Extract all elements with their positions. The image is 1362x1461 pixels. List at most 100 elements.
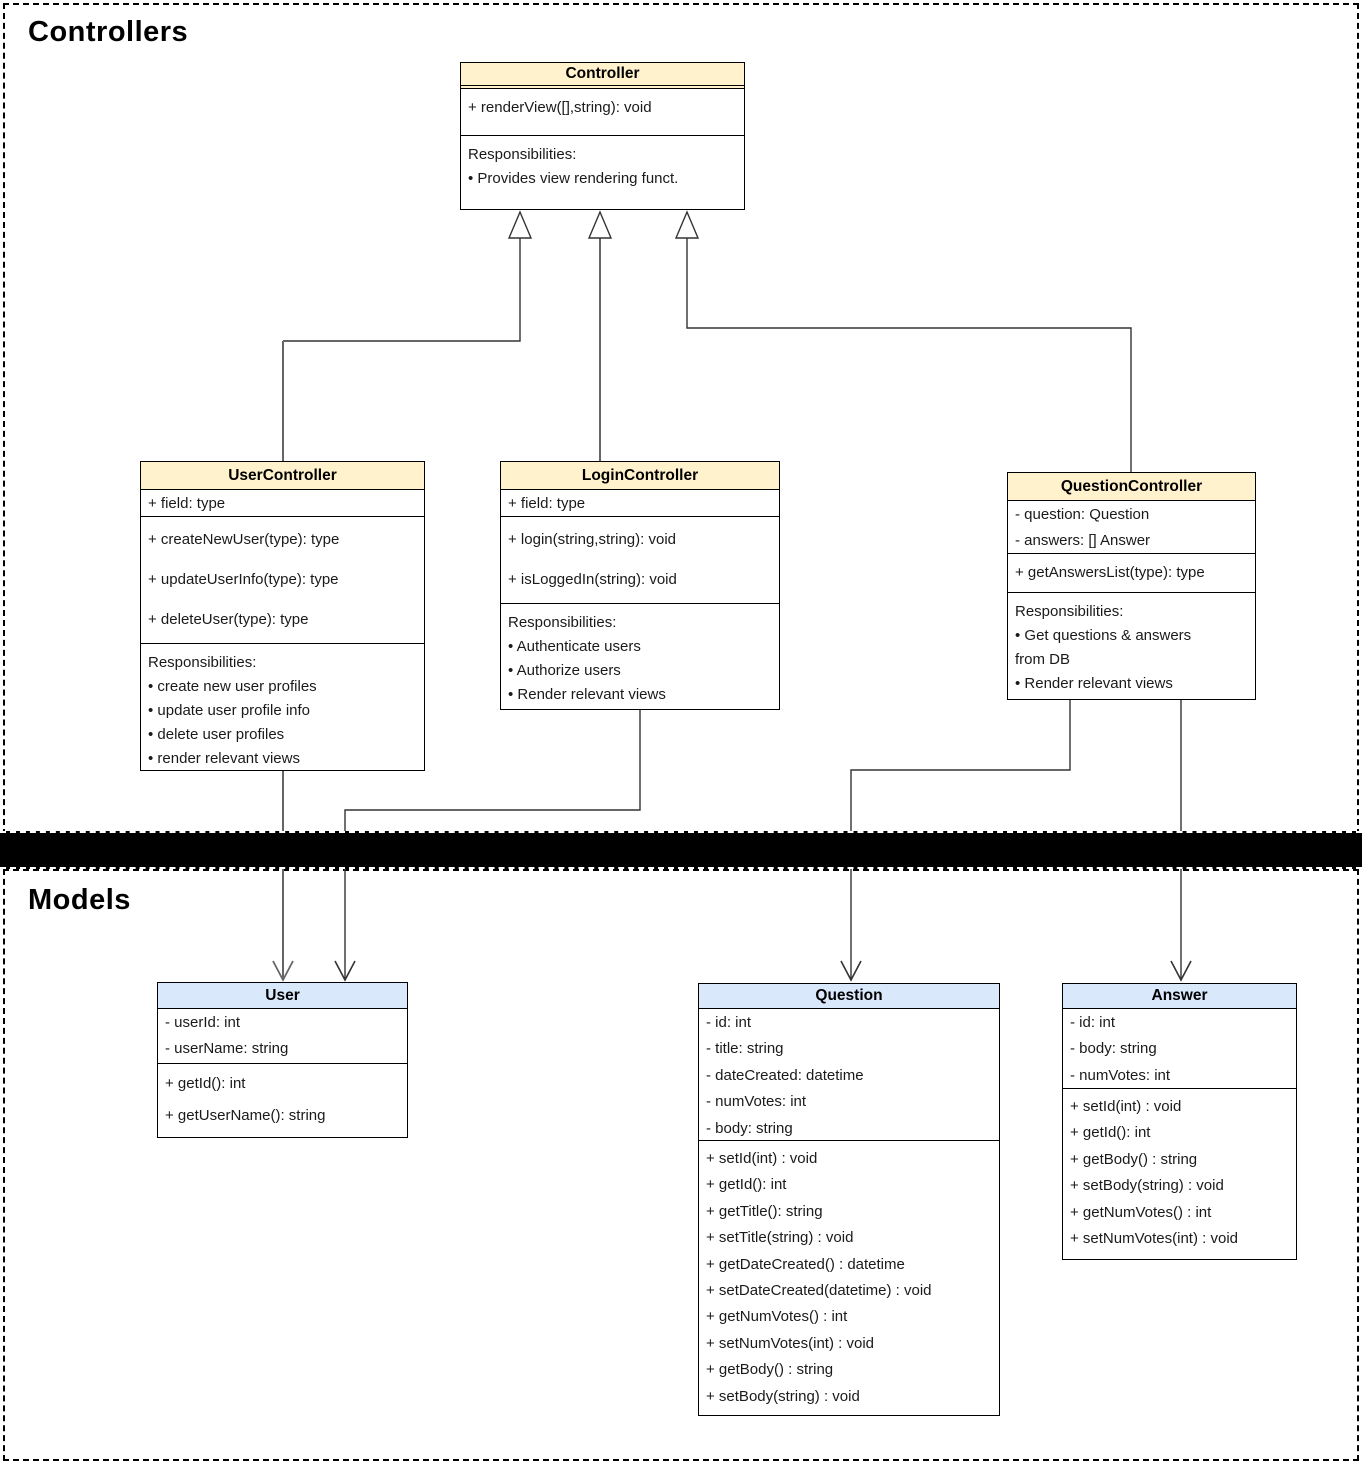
class-row: + getId(): int <box>706 1176 787 1194</box>
class-row: Responsibilities: <box>1015 603 1124 620</box>
class-logincontroller-responsibilities: Responsibilities: • Authenticate users • A… <box>501 604 779 709</box>
class-questioncontroller-title: QuestionController <box>1008 473 1255 501</box>
inheritance-line-questioncontroller-controller <box>686 238 1132 472</box>
class-logincontroller-attributes: + field: type <box>501 490 779 517</box>
inheritance-line-usercontroller-controller <box>283 238 521 342</box>
class-row: • Render relevant views <box>508 686 666 703</box>
class-usercontroller-attributes: + field: type <box>141 490 424 517</box>
class-usercontroller-methods: + createNewUser(type): type + updateUserI… <box>141 517 424 644</box>
class-row: + setId(int) : void <box>1070 1098 1182 1115</box>
dependency-line-questioncontroller-question <box>850 700 1071 979</box>
class-row: from DB <box>1015 651 1071 668</box>
dependency-arrowhead-usercontroller-user <box>272 960 294 982</box>
class-usercontroller-responsibilities: Responsibilities: • create new user profi… <box>141 644 424 770</box>
class-row: • Authenticate users <box>508 638 641 655</box>
class-question: Question - id: int - title: string - dateC… <box>698 983 1000 1416</box>
class-logincontroller-methods: + login(string,string): void + isLoggedIn… <box>501 517 779 604</box>
class-row: - id: int <box>706 1014 752 1031</box>
class-row: + setDateCreated(datetime) : void <box>706 1282 932 1300</box>
class-row: - id: int <box>1070 1014 1116 1031</box>
class-user-methods: + getId(): int + getUserName(): string <box>158 1064 407 1136</box>
class-row: • Render relevant views <box>1015 675 1173 692</box>
class-logincontroller-title: LoginController <box>501 462 779 490</box>
class-row: + setBody(string) : void <box>706 1387 860 1405</box>
class-row: + renderView([],string): void <box>468 99 652 116</box>
class-row: • create new user profiles <box>148 678 317 695</box>
class-question-title: Question <box>699 984 999 1009</box>
class-row: + getNumVotes() : int <box>1070 1203 1212 1221</box>
class-row: + getDateCreated() : datetime <box>706 1255 905 1273</box>
dependency-arrowhead-questioncontroller-question <box>840 960 862 982</box>
class-row: Responsibilities: <box>508 614 617 631</box>
class-row: - body: string <box>1070 1040 1157 1058</box>
class-row: + setBody(string) : void <box>1070 1177 1224 1195</box>
class-row: + getAnswersList(type): type <box>1015 564 1205 581</box>
class-row: + getUserName(): string <box>165 1107 326 1124</box>
class-row: • update user profile info <box>148 702 311 719</box>
class-logincontroller: LoginController + field: type + login(st… <box>500 461 780 710</box>
class-answer-title: Answer <box>1063 984 1296 1009</box>
class-controller-methods: + renderView([],string): void <box>461 89 744 136</box>
class-row: + createNewUser(type): type <box>148 531 340 548</box>
class-questioncontroller-methods: + getAnswersList(type): type <box>1008 554 1255 593</box>
class-controller-responsibilities: Responsibilities: • Provides view renderi… <box>461 136 744 206</box>
class-controller: Controller + renderView([],string): void… <box>460 62 745 210</box>
class-row: + getId(): int <box>165 1075 246 1092</box>
class-answer: Answer - id: int - body: string - numVotes… <box>1062 983 1297 1260</box>
class-row: + isLoggedIn(string): void <box>508 571 677 588</box>
class-usercontroller-title: UserController <box>141 462 424 490</box>
models-section-frame <box>3 869 1359 1461</box>
dependency-line-logincontroller-user <box>344 710 641 979</box>
class-row: - question: Question <box>1015 506 1150 523</box>
inheritance-triangle-logincontroller <box>587 210 613 239</box>
class-row: - title: string <box>706 1040 784 1058</box>
class-question-attributes: - id: int - title: string - dateCreated: d… <box>699 1009 999 1141</box>
class-row: - numVotes: int <box>1070 1066 1171 1084</box>
class-row: • Provides view rendering funct. <box>468 170 679 187</box>
class-controller-title: Controller <box>461 63 744 89</box>
class-row: + setNumVotes(int) : void <box>1070 1230 1238 1248</box>
class-row: + setTitle(string) : void <box>706 1229 854 1247</box>
class-row: • delete user profiles <box>148 726 285 743</box>
class-row: Responsibilities: <box>148 654 257 671</box>
class-user-attributes: - userId: int - userName: string <box>158 1009 407 1064</box>
class-row: - dateCreated: datetime <box>706 1066 864 1084</box>
class-row: + setId(int) : void <box>706 1150 818 1167</box>
class-questioncontroller-responsibilities: Responsibilities: • Get questions & answe… <box>1008 593 1255 698</box>
class-row: • Get questions & answers <box>1015 627 1192 644</box>
class-row: + getNumVotes() : int <box>706 1308 848 1326</box>
class-user: User - userId: int - userName: string + g… <box>157 982 408 1138</box>
class-row: + getBody() : string <box>1070 1150 1198 1168</box>
class-row: + login(string,string): void <box>508 531 676 548</box>
class-row: + field: type <box>148 495 226 512</box>
dependency-arrowhead-questioncontroller-answer <box>1170 960 1192 982</box>
class-row: + setNumVotes(int) : void <box>706 1334 874 1352</box>
class-answer-attributes: - id: int - body: string - numVotes: int <box>1063 1009 1296 1089</box>
class-row: + deleteUser(type): type <box>148 611 309 628</box>
class-row: • render relevant views <box>148 750 300 767</box>
class-row: - body: string <box>706 1119 793 1137</box>
class-row: - userId: int <box>165 1014 241 1031</box>
models-section-label: Models <box>28 884 131 916</box>
inheritance-triangle-usercontroller <box>507 210 533 239</box>
class-row: - numVotes: int <box>706 1093 807 1111</box>
class-row: + getTitle(): string <box>706 1202 823 1220</box>
class-usercontroller: UserController + field: type + createNew… <box>140 461 425 771</box>
class-row: - answers: [] Answer <box>1015 532 1151 550</box>
class-row: + field: type <box>508 495 586 512</box>
class-question-methods: + setId(int) : void + getId(): int + getTi… <box>699 1141 999 1414</box>
class-row: - userName: string <box>165 1040 289 1058</box>
class-questioncontroller-attributes: - question: Question - answers: [] Answer <box>1008 501 1255 554</box>
controllers-section-label: Controllers <box>28 16 189 48</box>
dependency-arrowhead-logincontroller-user <box>334 960 356 982</box>
section-divider-bar <box>0 831 1362 869</box>
class-row: + getId(): int <box>1070 1124 1151 1142</box>
class-row: Responsibilities: <box>468 146 577 163</box>
class-user-title: User <box>158 983 407 1009</box>
class-row: • Authorize users <box>508 662 621 679</box>
class-row: + updateUserInfo(type): type <box>148 571 339 588</box>
class-row: + getBody() : string <box>706 1361 834 1379</box>
class-questioncontroller: QuestionController - question: Question-… <box>1007 472 1256 700</box>
